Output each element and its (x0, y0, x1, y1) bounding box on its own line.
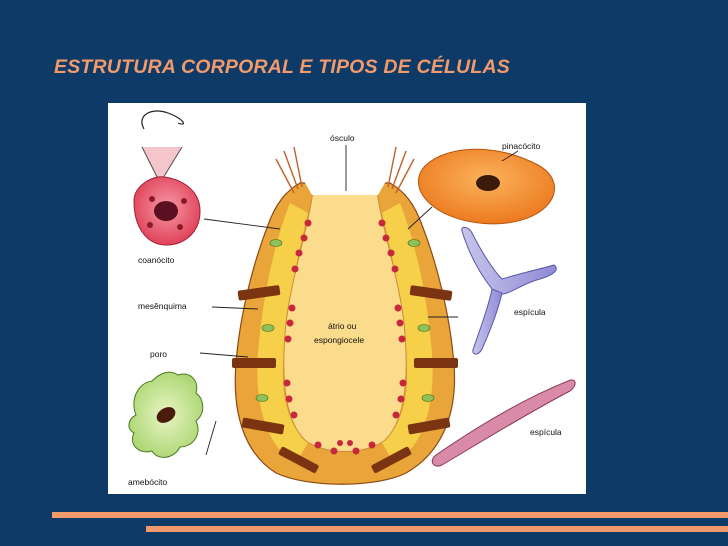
accent-bar-bottom (146, 526, 728, 532)
label-espicula-2: espícula (530, 427, 562, 437)
label-poro: poro (150, 349, 167, 359)
slide-title: ESTRUTURA CORPORAL E TIPOS DE CÉLULAS (54, 56, 510, 78)
amoebocyte-cells (255, 239, 435, 402)
label-osculo: ósculo (330, 133, 355, 143)
label-amebocito: amebócito (128, 477, 167, 487)
label-mesenquima: mesênquima (138, 301, 187, 311)
pinacocyte-cell (418, 148, 555, 225)
spicule-monaxon (431, 379, 576, 467)
leader-lines (199, 145, 519, 456)
sponge-diagram: ósculo pinacócito coanócito espícula mes… (108, 103, 586, 494)
choanocyte-layer (283, 219, 407, 455)
canal-separators (232, 285, 458, 474)
label-coanocito: coanócito (138, 255, 175, 265)
amebocyte-cell (128, 371, 204, 458)
accent-bar-top (52, 512, 728, 518)
sponge-body (232, 146, 458, 485)
label-atrio-line2: espongiocele (314, 335, 364, 345)
label-atrio-line1: átrio ou (328, 321, 357, 331)
osculum-spikes (275, 146, 415, 194)
label-pinacocito: pinacócito (502, 141, 541, 151)
label-espicula-1: espícula (514, 307, 546, 317)
spicule-triradiate (461, 226, 557, 355)
choanocyte-cell (133, 110, 201, 246)
atrium-cavity (283, 182, 407, 452)
